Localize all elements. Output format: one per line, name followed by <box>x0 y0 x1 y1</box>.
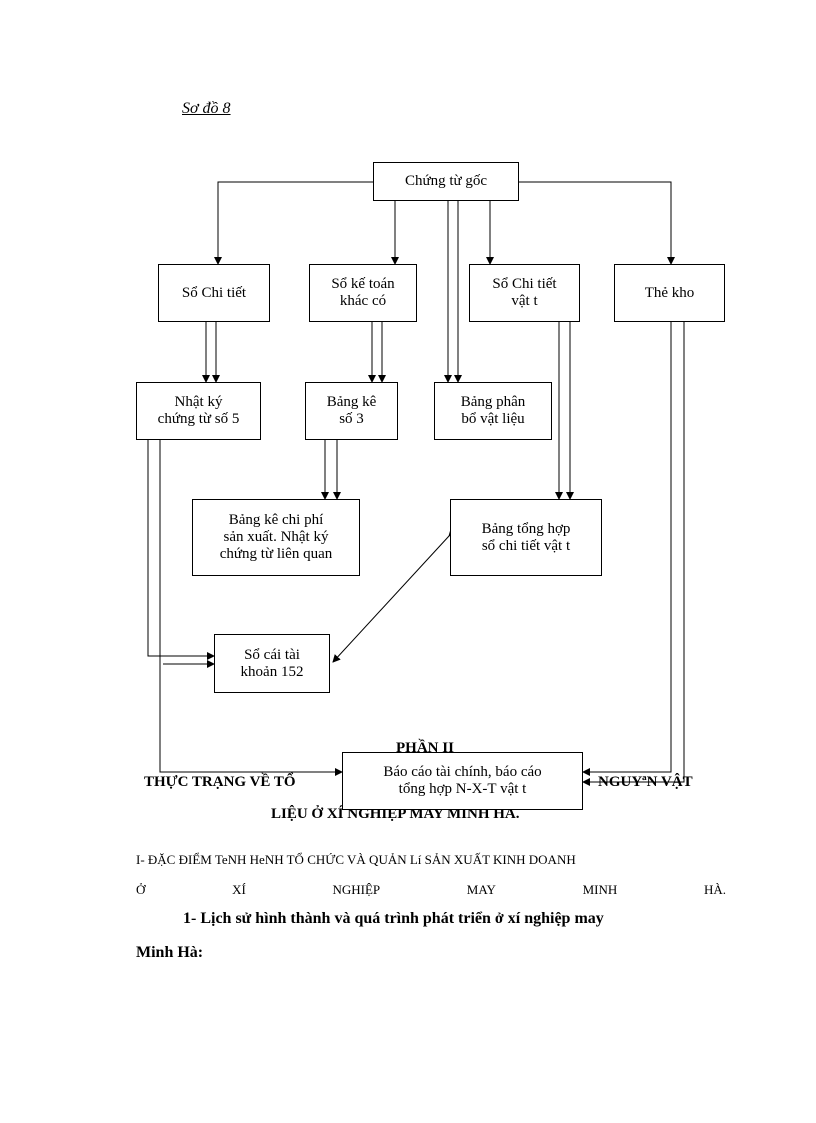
node-bang-tong-hop: Bảng tổng hợp sổ chi tiết vật t <box>450 499 602 576</box>
arrow-nk-to-bao-cao <box>159 440 343 776</box>
diagram-caption: Sơ đồ 8 <box>182 100 231 117</box>
subsection-heading-line2: Minh Hà: <box>136 944 204 961</box>
title-line2: LIỆU Ở XÍ NGHIỆP MAY MINH HÀ. <box>271 806 520 822</box>
node-bang-ke-chi-phi: Bảng kê chi phí sản xuất. Nhật ký chứng … <box>192 499 360 576</box>
node-bang-ke-so-3: Bảng kê số 3 <box>305 382 398 440</box>
arrow-bth-so-cai <box>332 528 457 663</box>
arrow-goc-to-so-chi-tiet <box>214 181 373 265</box>
node-so-chi-tiet-vat-t: Sổ Chi tiết vật t <box>469 264 580 322</box>
section-title-line2: Ở XÍ NGHIỆP MAY MINH HÀ. <box>136 882 726 897</box>
arrow-nk-to-so-cai-1 <box>147 440 215 660</box>
node-so-ke-toan-khac-co: Sổ kế toán khác có <box>309 264 417 322</box>
node-chung-tu-goc: Chứng từ gốc <box>373 162 519 201</box>
subsection-heading-line1: 1- Lịch sử hình thành và quá trình phát … <box>183 910 604 927</box>
node-so-cai-tai-khoan-152: Sổ cái tài khoản 152 <box>214 634 330 693</box>
node-so-chi-tiet: Sổ Chi tiết <box>158 264 270 322</box>
node-bang-phan-bo-vat-lieu: Bảng phân bổ vật liệu <box>434 382 552 440</box>
arrow-the-kho-to-bao-cao-1 <box>582 322 685 786</box>
section-title-line1: I- ĐẶC ĐIỂM TeNH HeNH TỔ CHỨC VÀ QUẢN Lí… <box>136 852 576 867</box>
node-nhat-ky-chung-tu-so-5: Nhật ký chứng từ số 5 <box>136 382 261 440</box>
arrow-the-kho-to-bao-cao-2 <box>582 322 672 776</box>
node-the-kho: Thẻ kho <box>614 264 725 322</box>
title-line1-right: NGUYªN VẬT <box>598 774 693 790</box>
title-line1-left: THỰC TRẠNG VỀ TỔ <box>144 774 296 790</box>
arrow-goc-to-the-kho <box>518 181 675 265</box>
node-bao-cao-tai-chinh: Báo cáo tài chính, báo cáo tổng hợp N-X-… <box>342 752 583 810</box>
